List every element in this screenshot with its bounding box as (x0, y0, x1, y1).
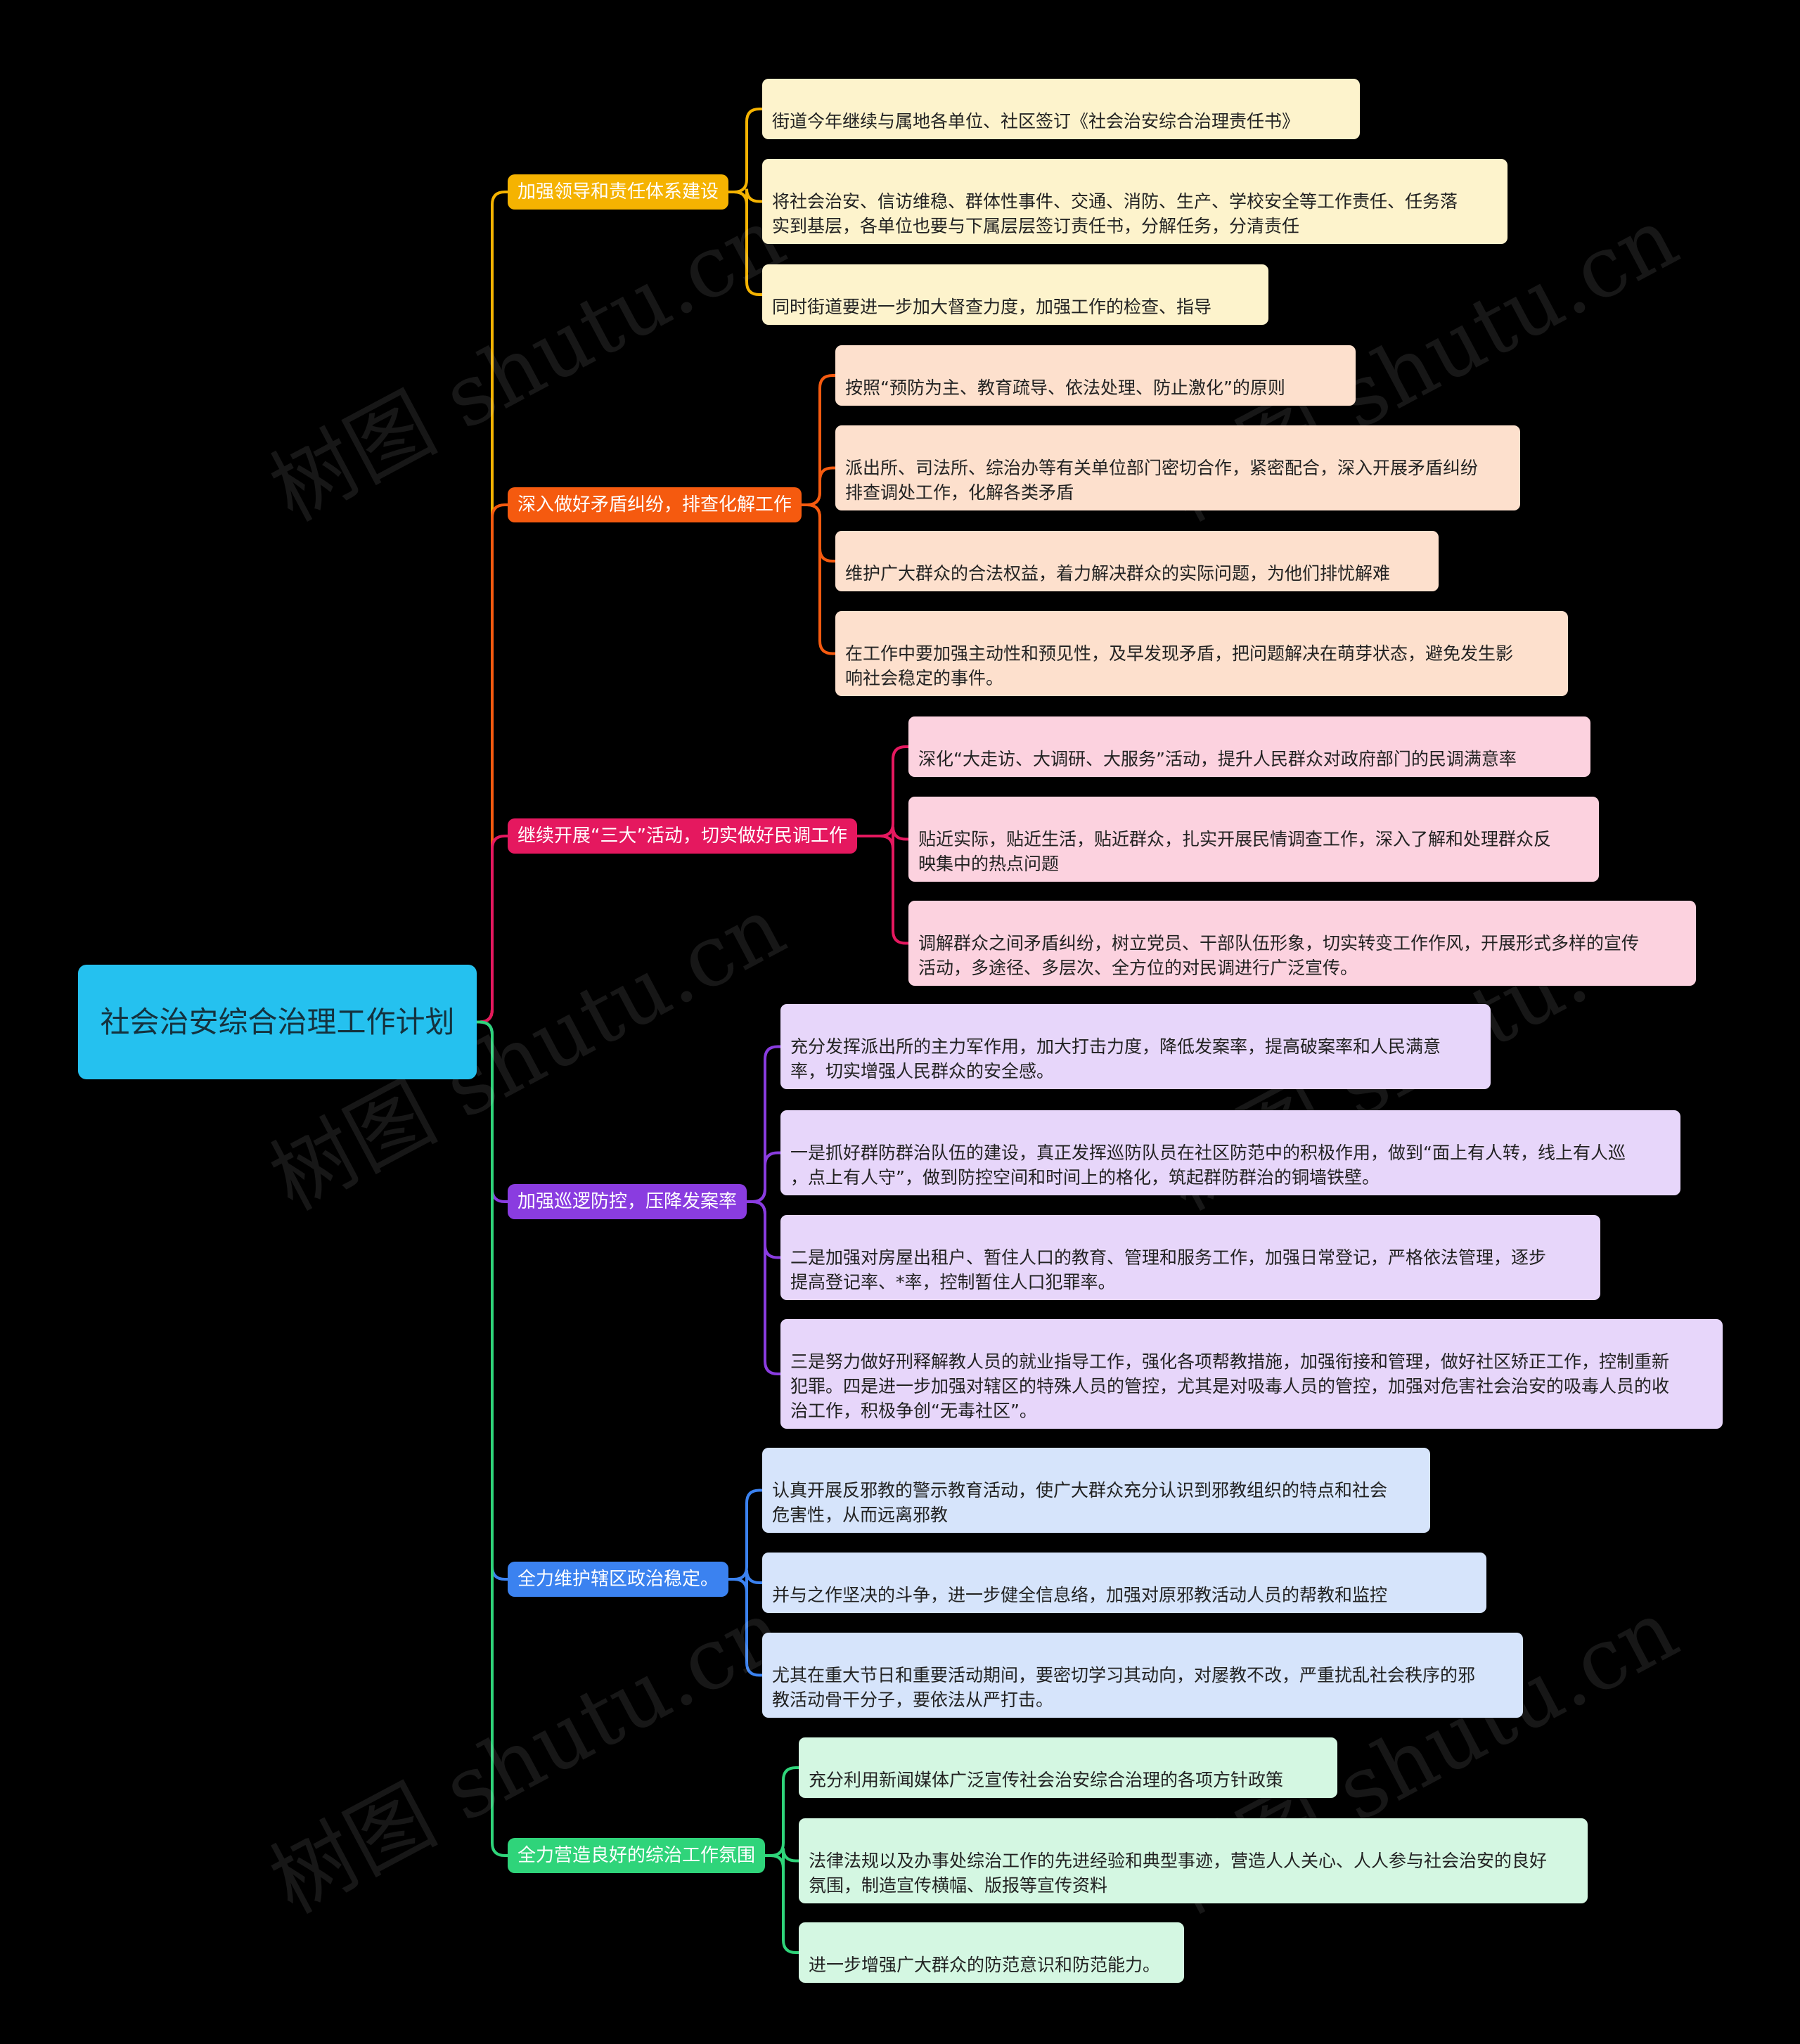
branch-label: 全力维护辖区政治稳定。 (518, 1569, 719, 1590)
leaf-connector (727, 1489, 764, 1581)
leaf-text: 同时街道要进一步加大督查力度，加强工作的检查、指导 (772, 297, 1212, 317)
branch-label: 深入做好矛盾纠纷，排查化解工作 (518, 494, 792, 515)
leaf-text: 充分利用新闻媒体广泛宣传社会治安综合治理的各项方针政策 (809, 1770, 1284, 1790)
leaf-text: 尤其在重大节日和重要活动期间，要密切学习其动向，对屡教不改，严重扰乱社会秩序的邪… (772, 1665, 1476, 1710)
leaf-node[interactable]: 深化“大走访、大调研、大服务”活动，提升人民群众对政府部门的民调满意率 (908, 716, 1590, 777)
leaf-connector (800, 503, 837, 655)
leaf-text: 在工作中要加强主动性和预见性，及早发现矛盾，把问题解决在萌芽状态，避免发生影 响… (845, 643, 1514, 688)
leaf-node[interactable]: 一是抓好群防群治队伍的建设，真正发挥巡防队员在社区防范中的积极作用，做到“面上有… (780, 1110, 1680, 1195)
leaf-text: 按照“预防为主、教育疏导、依法处理、防止激化”的原则 (845, 378, 1285, 398)
branch-label: 加强领导和责任体系建设 (518, 181, 719, 203)
leaf-node[interactable]: 充分发挥派出所的主力军作用，加大打击力度，降低发案率，提高破案率和人民满意 率，… (780, 1004, 1491, 1089)
branch-leadership[interactable]: 加强领导和责任体系建设 (508, 174, 729, 210)
leaf-text: 充分发挥派出所的主力军作用，加大打击力度，降低发案率，提高破案率和人民满意 率，… (790, 1036, 1441, 1081)
leaf-node[interactable]: 将社会治安、信访维稳、群体性事件、交通、消防、生产、学校安全等工作责任、任务落 … (762, 159, 1508, 244)
leaf-text: 进一步增强广大群众的防范意识和防范能力。 (809, 1955, 1161, 1975)
leaf-connector (856, 835, 910, 945)
leaf-connector (764, 1766, 800, 1857)
branch-connector (475, 835, 509, 1024)
leaf-node[interactable]: 贴近实际，贴近生活，贴近群众，扎实开展民情调查工作，深入了解和处理群众反 映集中… (908, 797, 1599, 882)
leaf-node[interactable]: 并与之作坚决的斗争，进一步健全信息络，加强对原邪教活动人员的帮教和监控 (762, 1553, 1486, 1613)
leaf-connector (727, 108, 764, 193)
leaf-text: 贴近实际，贴近生活，贴近群众，扎实开展民情调查工作，深入了解和处理群众反 映集中… (918, 829, 1552, 874)
branch-disputes[interactable]: 深入做好矛盾纠纷，排查化解工作 (508, 487, 802, 522)
leaf-connector (727, 191, 764, 296)
branch-patrol[interactable]: 加强巡逻防控，压降发案率 (508, 1184, 747, 1219)
branch-label: 继续开展“三大”活动，切实做好民调工作 (518, 825, 847, 847)
leaf-text: 调解群众之间矛盾纠纷，树立党员、干部队伍形象，切实转变工作作风，开展形式多样的宣… (918, 933, 1640, 978)
root-topic-label: 社会治安综合治理工作计划 (100, 1004, 455, 1039)
leaf-node[interactable]: 街道今年继续与属地各单位、社区签订《社会治安综合治理责任书》 (762, 79, 1360, 139)
leaf-node[interactable]: 派出所、司法所、综治办等有关单位部门密切合作，紧密配合，深入开展矛盾纠纷 排查调… (835, 425, 1520, 510)
leaf-connector (856, 745, 910, 837)
leaf-text: 并与之作坚决的斗争，进一步健全信息络，加强对原邪教活动人员的帮教和监控 (772, 1585, 1388, 1605)
leaf-node[interactable]: 充分利用新闻媒体广泛宣传社会治安综合治理的各项方针政策 (799, 1737, 1337, 1798)
leaf-node[interactable]: 调解群众之间矛盾纠纷，树立党员、干部队伍形象，切实转变工作作风，开展形式多样的宣… (908, 901, 1696, 986)
leaf-node[interactable]: 维护广大群众的合法权益，着力解决群众的实际问题，为他们排忧解难 (835, 531, 1439, 591)
leaf-node[interactable]: 尤其在重大节日和重要活动期间，要密切学习其动向，对屡教不改，严重扰乱社会秩序的邪… (762, 1633, 1523, 1718)
leaf-node[interactable]: 进一步增强广大群众的防范意识和防范能力。 (799, 1922, 1184, 1983)
leaf-connector (856, 826, 910, 849)
leaf-connector (727, 1578, 764, 1677)
leaf-text: 二是加强对房屋出租户、暂住人口的教育、管理和服务工作，加强日常登记，严格依法管理… (790, 1247, 1547, 1292)
leaf-node[interactable]: 按照“预防为主、教育疏导、依法处理、防止激化”的原则 (835, 345, 1356, 406)
leaf-text: 派出所、司法所、综治办等有关单位部门密切合作，紧密配合，深入开展矛盾纠纷 排查调… (845, 458, 1479, 503)
leaf-node[interactable]: 二是加强对房屋出租户、暂住人口的教育、管理和服务工作，加强日常登记，严格依法管理… (780, 1215, 1600, 1300)
leaf-connector (745, 1200, 782, 1375)
branch-label: 全力营造良好的综治工作氛围 (518, 1845, 756, 1866)
leaf-text: 三是努力做好刑释解教人员的就业指导工作，强化各项帮教措施，加强衔接和管理，做好社… (790, 1351, 1670, 1421)
branch-three-big-activities[interactable]: 继续开展“三大”活动，切实做好民调工作 (508, 818, 857, 854)
branch-political-stability[interactable]: 全力维护辖区政治稳定。 (508, 1562, 729, 1597)
root-topic[interactable]: 社会治安综合治理工作计划 (78, 965, 477, 1079)
leaf-text: 维护广大群众的合法权益，着力解决群众的实际问题，为他们排忧解难 (845, 563, 1391, 584)
branch-label: 加强巡逻防控，压降发案率 (518, 1191, 738, 1212)
leaf-node[interactable]: 法律法规以及办事处综治工作的先进经验和典型事迹，营造人人关心、人人参与社会治安的… (799, 1818, 1588, 1903)
leaf-text: 深化“大走访、大调研、大服务”活动，提升人民群众对政府部门的民调满意率 (918, 749, 1517, 769)
branch-connector (475, 1020, 509, 1857)
leaf-text: 法律法规以及办事处综治工作的先进经验和典型事迹，营造人人关心、人人参与社会治安的… (809, 1851, 1548, 1896)
branch-atmosphere[interactable]: 全力营造良好的综治工作氛围 (508, 1838, 766, 1873)
leaf-node[interactable]: 在工作中要加强主动性和预见性，及早发现矛盾，把问题解决在萌芽状态，避免发生影 响… (835, 611, 1568, 696)
leaf-text: 将社会治安、信访维稳、群体性事件、交通、消防、生产、学校安全等工作责任、任务落 … (772, 191, 1458, 236)
leaf-text: 街道今年继续与属地各单位、社区签订《社会治安综合治理责任书》 (772, 111, 1300, 131)
leaf-text: 认真开展反邪教的警示教育活动，使广大群众充分认识到邪教组织的特点和社会 危害性，… (772, 1480, 1388, 1525)
leaf-node[interactable]: 同时街道要进一步加大督查力度，加强工作的检查、指导 (762, 264, 1268, 325)
leaf-node[interactable]: 三是努力做好刑释解教人员的就业指导工作，强化各项帮教措施，加强衔接和管理，做好社… (780, 1319, 1723, 1429)
leaf-text: 一是抓好群防群治队伍的建设，真正发挥巡防队员在社区防范中的积极作用，做到“面上有… (790, 1143, 1626, 1188)
leaf-node[interactable]: 认真开展反邪教的警示教育活动，使广大群众充分认识到邪教组织的特点和社会 危害性，… (762, 1448, 1430, 1533)
leaf-connector (764, 1854, 800, 1954)
